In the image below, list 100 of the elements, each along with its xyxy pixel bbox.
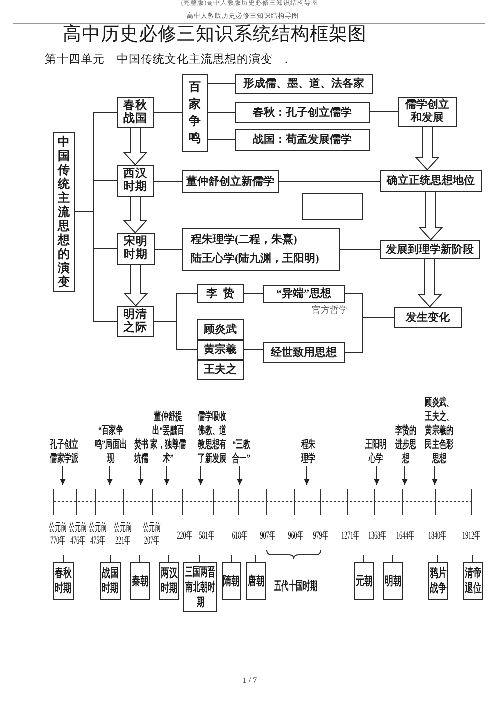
box-text: 元朝 — [355, 574, 373, 588]
arrow — [138, 466, 144, 486]
period-box — [428, 562, 448, 600]
box-text: 战国时期 — [102, 566, 120, 596]
date-label: 1840年 — [428, 530, 446, 543]
era-box — [117, 97, 154, 128]
date-label: 907年 — [260, 530, 276, 543]
hollow-arrow — [415, 126, 440, 171]
box-text: 程朱理学(二程，朱熹) — [191, 233, 298, 248]
arrow — [164, 466, 170, 486]
era-box — [117, 165, 154, 197]
arrow — [237, 466, 243, 486]
concept-box — [197, 319, 244, 340]
concept-box — [394, 307, 462, 328]
event-note: 董仲舒提出“罢黜百家，独尊儒术” — [149, 410, 187, 466]
box-text: 发生变化 — [406, 310, 450, 324]
box-text: 中国传统主流思想的演变 — [58, 135, 70, 289]
connector-line — [244, 293, 264, 294]
box-text: 发展到理学新阶段 — [386, 242, 474, 256]
event-note: 王阳明心学 — [364, 438, 388, 466]
hollow-arrow — [123, 128, 148, 166]
event-note: 顾炎武、王夫之、黄宗羲的民主色彩思想 — [424, 396, 454, 466]
era-box — [117, 233, 155, 265]
box-text: 西汉时期 — [124, 168, 148, 194]
box-text: 儒学创立和发展 — [405, 99, 450, 125]
empty-box — [302, 193, 363, 220]
box-text: 春秋战国 — [124, 100, 148, 126]
box-text: 春秋：孔子创立儒学 — [253, 106, 352, 120]
page-number: 1 / 7 — [242, 676, 258, 686]
arrow — [374, 466, 380, 486]
box-text: 战国：荀孟发展儒学 — [253, 133, 352, 147]
box-text: 形成儒、墨、道、法各家 — [244, 77, 364, 91]
concept-box — [182, 170, 279, 193]
theme-box — [53, 132, 75, 292]
leader-line — [472, 554, 474, 562]
topic-box — [182, 74, 208, 152]
leader-line — [392, 554, 394, 562]
connector-line — [154, 181, 182, 182]
period-box — [463, 562, 483, 600]
hollow-arrow — [418, 258, 442, 308]
event-note: 孔子创立儒家学派 — [49, 438, 79, 466]
leader-line — [231, 554, 232, 562]
concept-box — [398, 97, 457, 127]
connector-line — [154, 321, 198, 350]
period-label: 五代十国时期 — [274, 578, 318, 594]
connector-line — [340, 249, 380, 250]
box-text: 三国两晋南北朝时期 — [184, 564, 216, 610]
box-text: 宋明时期 — [124, 236, 148, 262]
hollow-arrow — [124, 264, 148, 307]
event-note: “三教合一” — [230, 438, 252, 466]
box-text: 经世致用思想 — [271, 346, 337, 360]
event-note: “百家争鸣”局面出现 — [92, 424, 130, 466]
date-label: 公元前476年 — [68, 522, 88, 548]
period-box — [53, 562, 74, 600]
arrow — [107, 466, 113, 486]
title: 高中历史必修三知识系统结构框架图 — [63, 24, 367, 47]
date-label: 1271年 — [340, 530, 360, 543]
date-label: 618年 — [232, 530, 248, 543]
connector-line — [278, 181, 380, 182]
box-text: 黄宗羲 — [204, 343, 237, 357]
concept-box — [263, 342, 345, 363]
date-label: 公元前475年 — [88, 522, 108, 548]
period-box — [383, 562, 403, 600]
concept-box — [235, 102, 370, 123]
connector-line — [208, 112, 236, 113]
box-text: 李贽 — [206, 286, 240, 300]
connector-line — [74, 212, 118, 322]
arrow — [198, 466, 204, 486]
unit-subtitle: 第十四单元 中国传统文化主流思想的演变 . — [45, 53, 288, 68]
date-label: 581年 — [199, 530, 215, 543]
box-text: 顾炎武 — [204, 322, 237, 336]
box-text: 董仲舒创立新儒学 — [186, 174, 274, 188]
period-box — [354, 562, 374, 600]
date-label: 1912年 — [462, 530, 480, 543]
date-label: 公元前221年 — [114, 522, 132, 548]
box-text: 明清之际 — [124, 308, 148, 334]
date-label: 960年 — [288, 530, 304, 543]
arrow — [304, 466, 310, 486]
hollow-arrow — [418, 192, 444, 241]
box-text: 春秋时期 — [54, 566, 72, 596]
leader-line — [63, 554, 64, 562]
concept-box — [197, 360, 244, 380]
period-box — [159, 562, 179, 600]
period-box — [130, 562, 150, 600]
concept-box — [197, 284, 244, 303]
arrow — [60, 466, 66, 486]
date-label: 1644年 — [396, 530, 414, 543]
period-box — [222, 562, 241, 600]
box-text: 百家争鸣 — [188, 79, 202, 147]
box-text: 明朝 — [384, 574, 402, 588]
date-label: 979年 — [313, 530, 329, 543]
event-note: 程朱理学 — [300, 438, 316, 466]
date-label: 220年 — [177, 530, 193, 543]
leader-line — [110, 554, 111, 562]
hollow-arrow — [123, 196, 148, 234]
connector-line — [344, 317, 394, 353]
concept-box — [197, 340, 244, 360]
leader-line — [168, 554, 170, 562]
concept-box — [380, 170, 482, 192]
box-text: 隋朝 — [222, 574, 240, 588]
